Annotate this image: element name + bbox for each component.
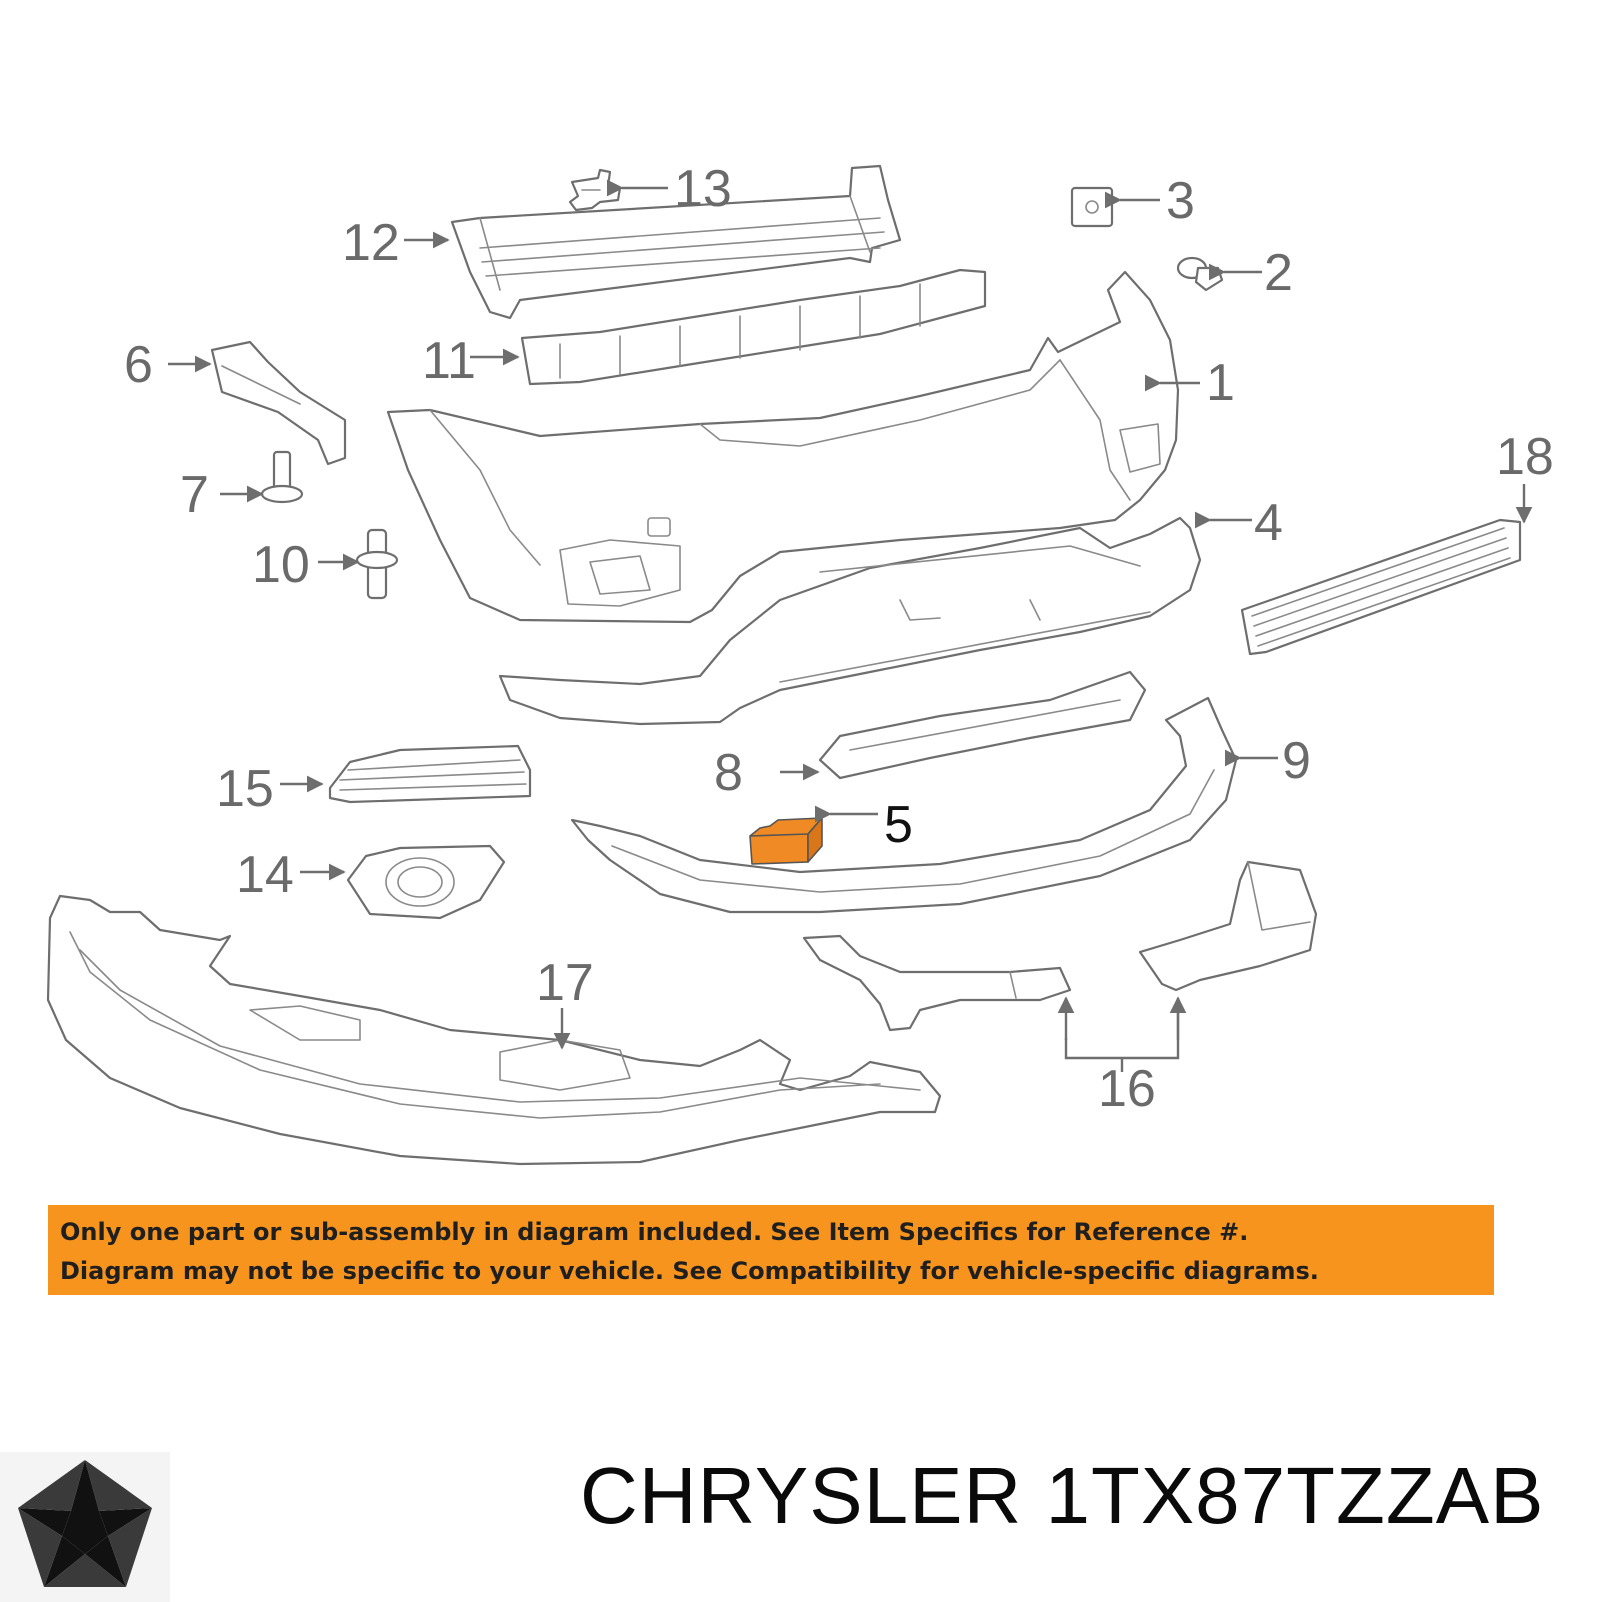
callout-14: 14 — [236, 846, 294, 904]
footer-title: CHRYSLER 1TX87TZZAB — [580, 1450, 1544, 1542]
part-4-lower-valance — [498, 516, 1202, 726]
callout-4: 4 — [1254, 494, 1283, 552]
callout-10: 10 — [252, 536, 310, 594]
brand-name: CHRYSLER — [580, 1451, 1023, 1540]
part-2-push-pin — [1176, 256, 1224, 292]
part-12-reinforcement-beam — [450, 164, 902, 320]
part-3-clip — [1070, 186, 1114, 228]
part-number: 1TX87TZZAB — [1045, 1451, 1545, 1540]
callout-17: 17 — [536, 954, 594, 1012]
callout-8: 8 — [714, 744, 743, 802]
pentastar-icon — [0, 1452, 170, 1602]
part-10-stud — [355, 528, 399, 600]
part-18-lower-grille — [1240, 518, 1522, 656]
part-15-grille-insert — [328, 744, 532, 804]
notice-line-2: Diagram may not be specific to your vehi… — [60, 1257, 1319, 1285]
callout-numbers: 1 2 3 4 5 6 7 8 9 10 11 12 13 14 15 16 1… — [124, 160, 1554, 1118]
part-1-bumper-cover — [386, 270, 1180, 624]
callout-7: 7 — [180, 466, 209, 524]
callout-3: 3 — [1166, 172, 1195, 230]
callout-13: 13 — [674, 160, 732, 218]
notice-banner: Only one part or sub-assembly in diagram… — [48, 1205, 1494, 1295]
callout-1: 1 — [1206, 354, 1235, 412]
callout-12: 12 — [342, 214, 400, 272]
part-17-underbody-shield — [46, 894, 942, 1166]
callout-6: 6 — [124, 336, 153, 394]
callout-9: 9 — [1282, 732, 1311, 790]
leader-lines — [168, 179, 1533, 1072]
part-14-fog-bezel — [346, 844, 506, 920]
notice-line-1: Only one part or sub-assembly in diagram… — [60, 1218, 1249, 1246]
part-11-absorber — [520, 268, 987, 386]
notice-banner-bg — [48, 1205, 1494, 1295]
part-16-side-brackets — [802, 860, 1318, 1032]
callout-5: 5 — [884, 796, 913, 854]
part-5-highlighted-bracket — [749, 817, 823, 865]
part-13-bracket — [568, 168, 622, 212]
part-6-bracket — [210, 340, 347, 466]
part-7-bolt — [260, 450, 304, 504]
part-9-lower-trim — [570, 696, 1238, 914]
callout-11: 11 — [422, 332, 476, 390]
callout-2: 2 — [1264, 244, 1293, 302]
callout-18: 18 — [1496, 428, 1554, 486]
callout-16: 16 — [1098, 1060, 1156, 1118]
callout-15: 15 — [216, 760, 274, 818]
part-8-skid-plate — [818, 670, 1147, 780]
